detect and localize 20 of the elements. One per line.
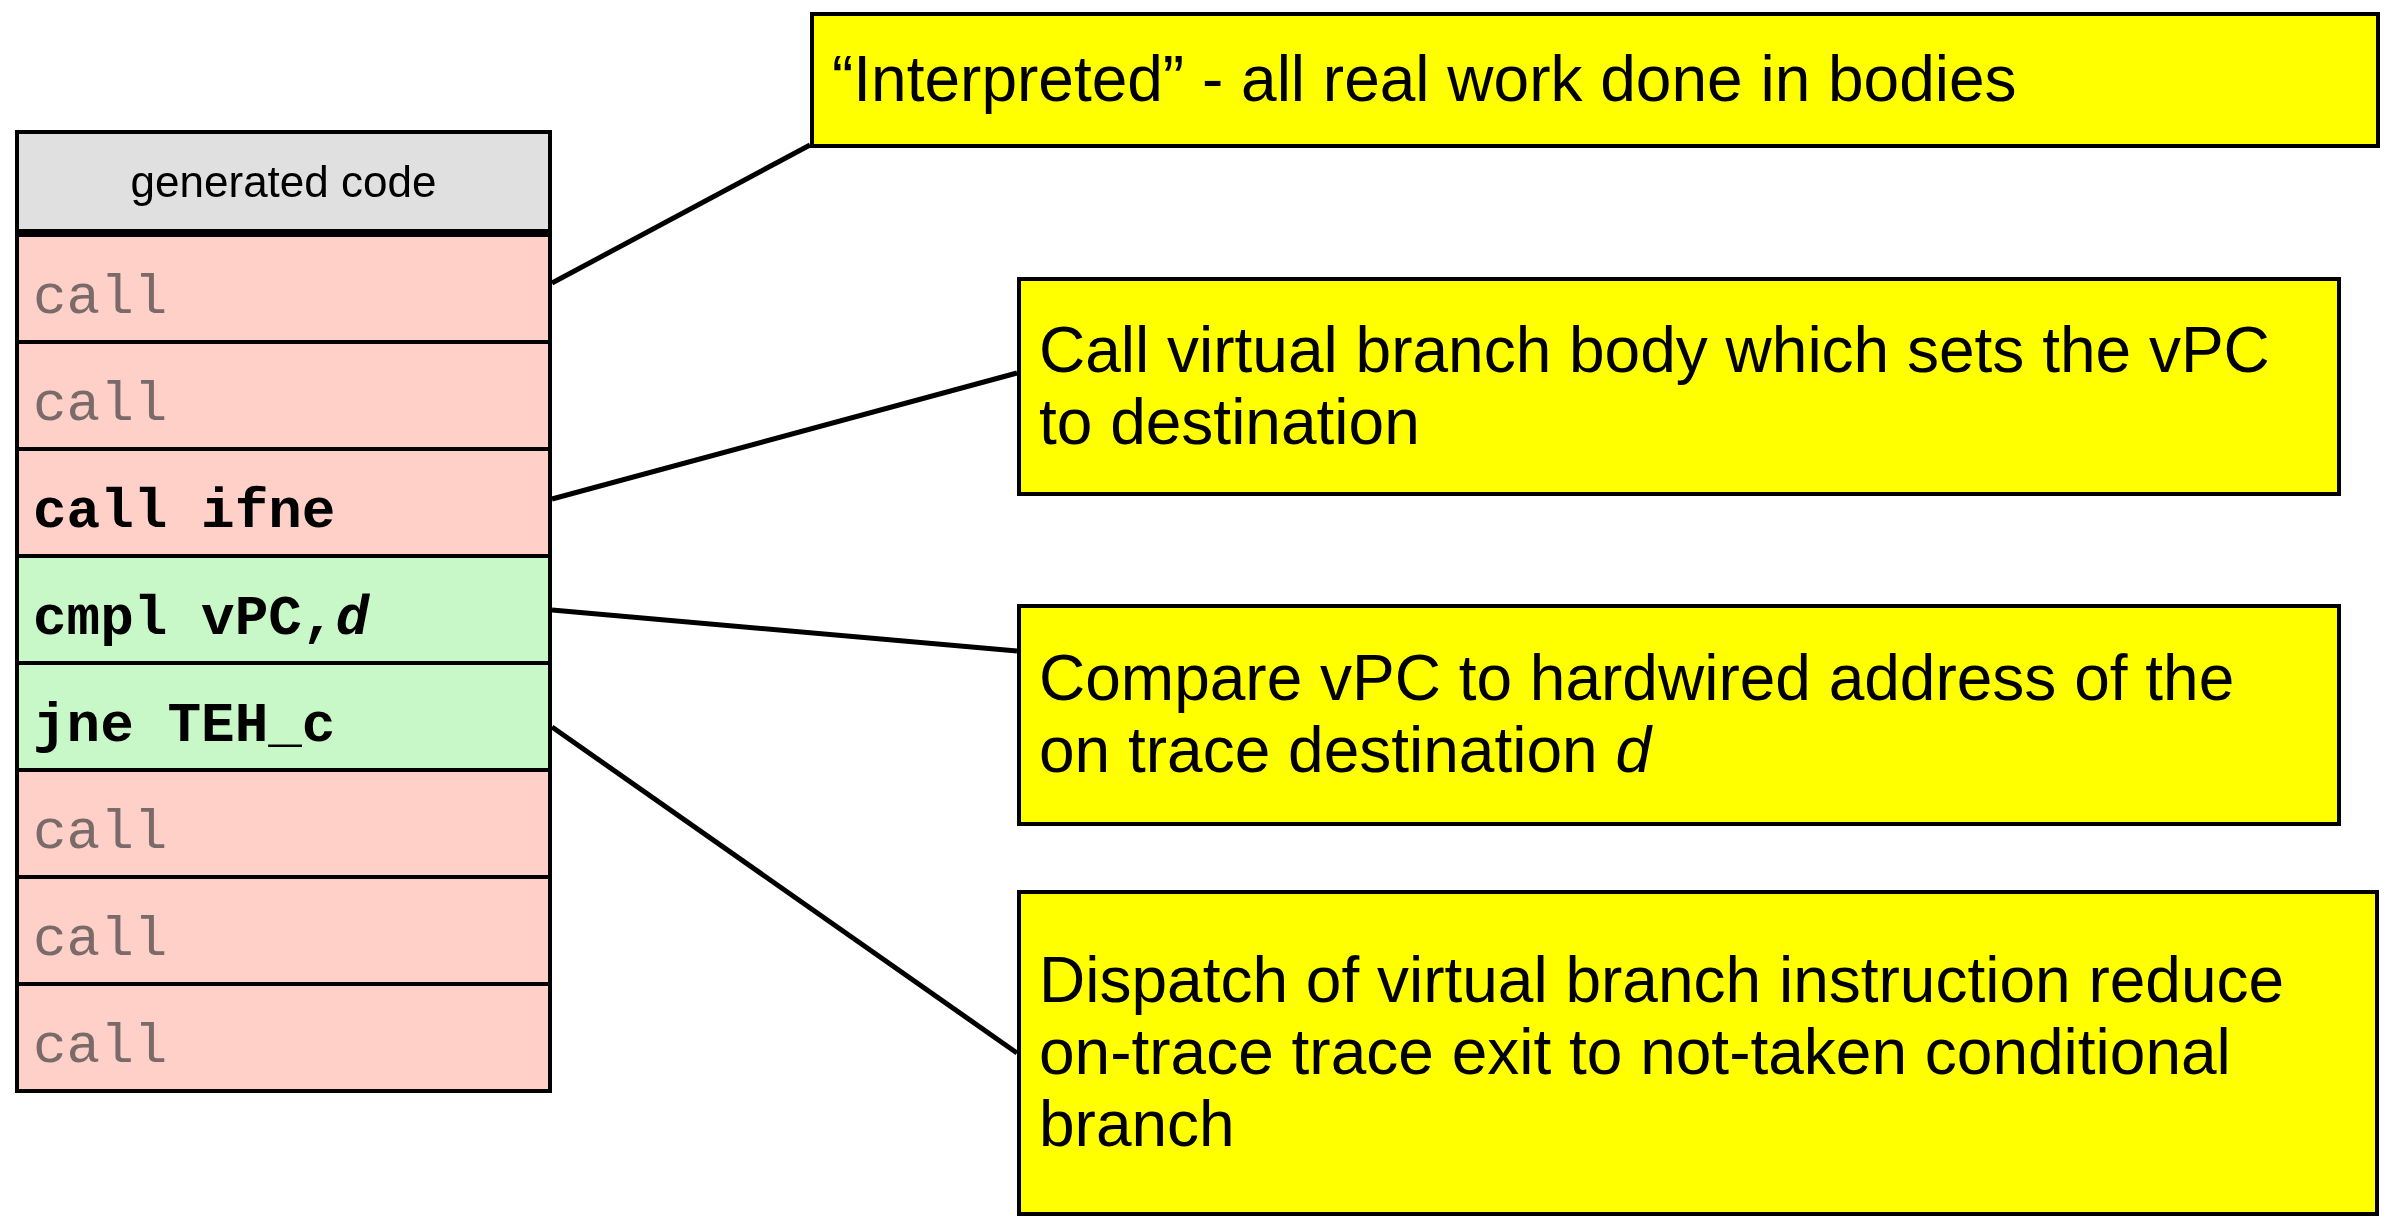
- code-text: call: [33, 1014, 168, 1079]
- callout-box: [810, 12, 2380, 148]
- code-text: call: [33, 372, 168, 437]
- code-text: jne TEH_c: [33, 693, 336, 758]
- leader-line: [551, 370, 1018, 502]
- code-text: call: [33, 800, 168, 865]
- callout-text: “Interpreted” - all real work done in bodies: [832, 44, 2017, 116]
- callout-box: [1017, 277, 2341, 496]
- code-text: call: [33, 907, 168, 972]
- column-header: [15, 130, 552, 233]
- code-text: call ifne: [33, 479, 336, 544]
- code-text: call: [33, 265, 168, 330]
- callout-box: [1017, 890, 2379, 1216]
- header-text: generated code: [130, 156, 437, 207]
- callout-box: [1017, 604, 2341, 826]
- callout-text: Compare vPC to hardwired address of the on trace destination d: [1039, 643, 2236, 787]
- code-text: cmpl vPC,d: [33, 586, 370, 651]
- leader-line: [551, 607, 1018, 654]
- callout-text: Dispatch of virtual branch instruction reduce on-trace trace exit to not-taken conditional branch: [1039, 945, 2286, 1161]
- callout-text: Call virtual branch body which sets the vPC to destination: [1039, 314, 2271, 459]
